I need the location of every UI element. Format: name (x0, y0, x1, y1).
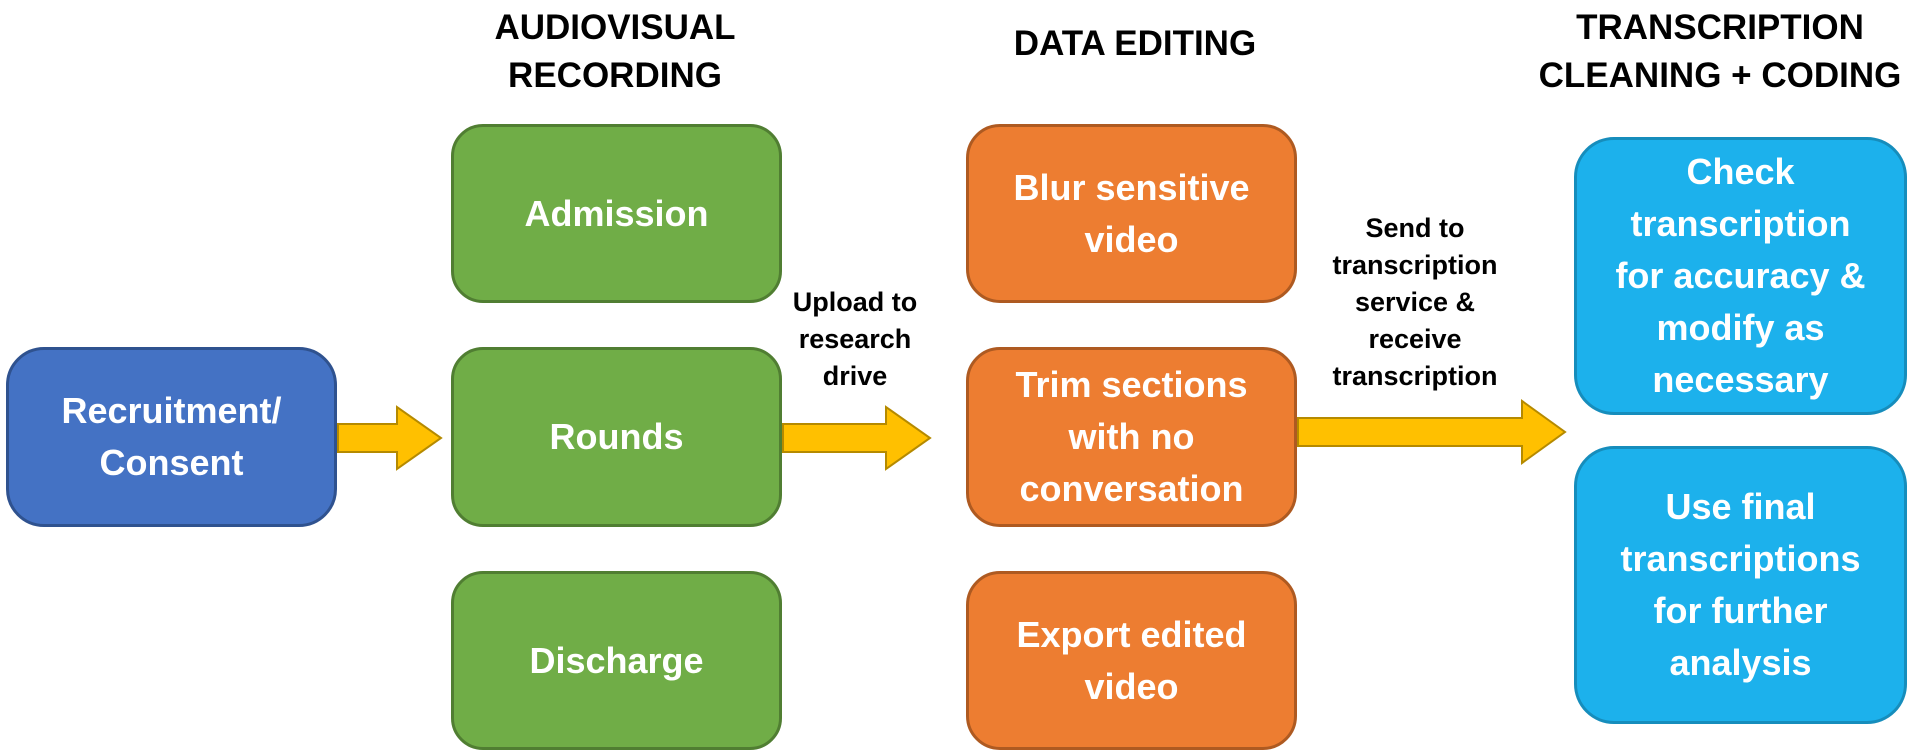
admission-box: Admission (451, 124, 782, 303)
blur-sensitive-video-box: Blur sensitive video (966, 124, 1297, 303)
use-final-transcriptions-box: Use final transcriptions for further ana… (1574, 446, 1907, 724)
trim-sections-box: Trim sections with no conversation (966, 347, 1297, 527)
rounds-box: Rounds (451, 347, 782, 527)
upload-to-research-drive-label: Upload to research drive (792, 287, 918, 391)
heading-data-editing: DATA EDITING (1013, 24, 1257, 63)
heading-audiovisual-recording: AUDIOVISUAL RECORDING (494, 8, 736, 95)
check-transcription-box: Check transcription for accuracy & modif… (1574, 137, 1907, 415)
recruitment-consent-box: Recruitment/ Consent (6, 347, 337, 527)
discharge-box: Discharge (451, 571, 782, 750)
arrow-recruitment-to-rounds (337, 405, 443, 471)
send-to-transcription-service-label: Send to transcription service & receive … (1332, 213, 1498, 391)
export-edited-video-box: Export edited video (966, 571, 1297, 750)
heading-transcription-cleaning-coding: TRANSCRIPTION CLEANING + CODING (1538, 8, 1902, 95)
arrow-upload-to-editing (782, 405, 932, 471)
arrow-send-to-transcription (1297, 399, 1567, 465)
